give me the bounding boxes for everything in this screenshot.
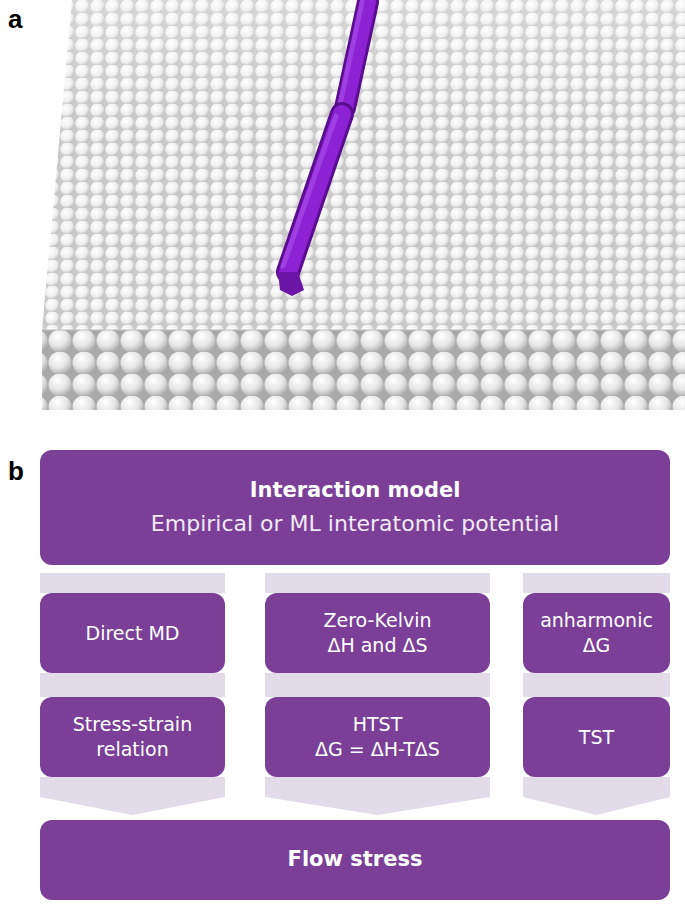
box-title: anharmonic ΔG xyxy=(535,608,658,657)
box-title: Flow stress xyxy=(288,846,423,873)
box-title: TST xyxy=(579,725,614,750)
flow-band xyxy=(265,673,490,697)
box-title: Zero-Kelvin ΔH and ΔS xyxy=(308,608,448,657)
method-box: Direct MD xyxy=(40,593,225,673)
flow-band xyxy=(40,573,225,593)
box-title: Interaction model xyxy=(250,477,461,504)
flow-band xyxy=(523,673,670,697)
flow-band xyxy=(523,573,670,593)
flow-band xyxy=(265,777,490,815)
atomic-illustration xyxy=(0,0,685,415)
method-box: HTSTΔG = ΔH-TΔS xyxy=(265,697,490,777)
model-box: Interaction modelEmpirical or ML interat… xyxy=(40,450,670,565)
panel-letter: a xyxy=(8,4,22,35)
box-title: Direct MD xyxy=(86,621,180,646)
flow-band xyxy=(40,673,225,697)
method-box: TST xyxy=(523,697,670,777)
flow-band xyxy=(523,777,670,815)
method-box: anharmonic ΔG xyxy=(523,593,670,673)
flow-band xyxy=(40,777,225,815)
panel-letter: b xyxy=(8,456,24,487)
box-title: HTST xyxy=(353,712,403,737)
method-box: Stress-strain relation xyxy=(40,697,225,777)
flow-band xyxy=(265,573,490,593)
box-body: Empirical or ML interatomic potential xyxy=(151,510,559,539)
box-body: ΔG = ΔH-TΔS xyxy=(315,737,440,762)
method-box: Zero-Kelvin ΔH and ΔS xyxy=(265,593,490,673)
box-title: Stress-strain relation xyxy=(53,712,213,761)
result-box: Flow stress xyxy=(40,820,670,900)
